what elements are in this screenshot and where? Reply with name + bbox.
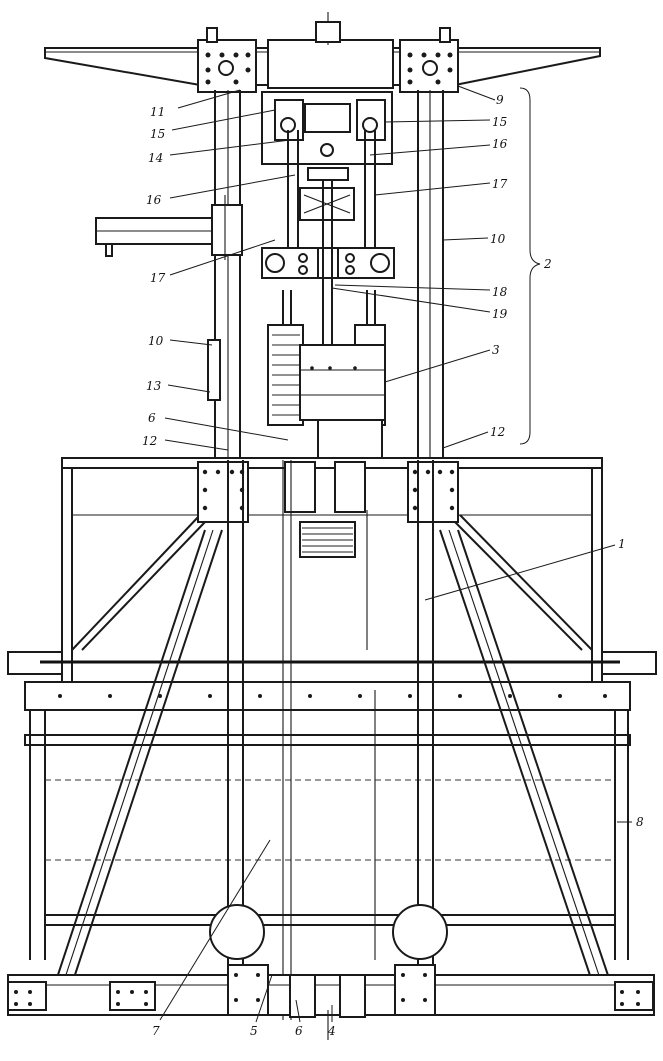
label-6-upper: 6 xyxy=(148,411,156,425)
upper-trough-frame xyxy=(61,457,603,690)
label-19: 19 xyxy=(492,307,508,321)
label-18: 18 xyxy=(492,285,508,299)
callout-labels: 11 15 14 16 17 10 13 6 12 9 15 16 17 10 … xyxy=(142,93,644,1038)
motor-unit xyxy=(267,324,386,461)
label-4: 4 xyxy=(327,1024,336,1038)
label-5: 5 xyxy=(250,1024,258,1038)
label-9: 9 xyxy=(496,93,504,107)
label-2: 2 xyxy=(543,257,552,271)
bracket-2 xyxy=(519,87,541,445)
label-16-left: 16 xyxy=(146,193,162,207)
diagonal-struts xyxy=(47,529,619,1006)
label-6-lower: 6 xyxy=(295,1024,303,1038)
label-16-right: 16 xyxy=(492,137,508,151)
label-7: 7 xyxy=(152,1024,160,1038)
mast-columns xyxy=(207,90,444,460)
label-10-left: 10 xyxy=(148,334,164,348)
label-3: 3 xyxy=(492,343,500,357)
base-wheels xyxy=(7,904,655,1040)
label-13: 13 xyxy=(146,379,162,393)
label-8: 8 xyxy=(636,815,644,829)
label-15-right: 15 xyxy=(492,115,507,129)
top-crossbeam xyxy=(44,12,601,93)
label-17-left: 17 xyxy=(150,271,166,285)
label-12-left: 12 xyxy=(142,434,157,448)
leader-lines xyxy=(159,85,632,1023)
label-14: 14 xyxy=(148,151,163,165)
carriage-assembly xyxy=(261,91,395,279)
label-11: 11 xyxy=(150,105,165,119)
label-12-right: 12 xyxy=(490,425,505,439)
label-17-right: 17 xyxy=(492,177,508,191)
label-15-left: 15 xyxy=(150,127,165,141)
label-10-right: 10 xyxy=(490,232,506,246)
side-arm xyxy=(95,195,243,260)
label-1: 1 xyxy=(618,537,626,551)
axle xyxy=(7,651,657,675)
